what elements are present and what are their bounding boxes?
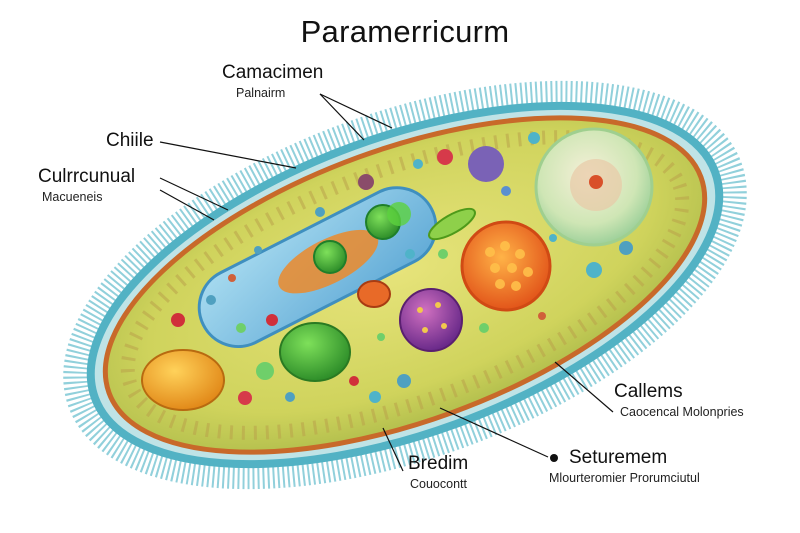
- nucleus: [460, 220, 552, 312]
- label-callems-main: Callems: [614, 381, 683, 402]
- label-seturemem-main: Seturemem: [569, 447, 668, 468]
- granules: [171, 132, 633, 405]
- diagram-title: Paramerricurm: [300, 14, 510, 49]
- label-culrrcunual: Culrrcunual Macueneis: [38, 166, 135, 204]
- label-camacimen-sub: Palnairm: [236, 86, 286, 100]
- yellow-body: [141, 349, 225, 411]
- label-bredim-sub: Couocontt: [410, 477, 467, 491]
- label-seturemem: Seturemem Mlourteromier Prorumciutul: [549, 447, 700, 485]
- label-callems: Callems Caocencal Molonpries: [614, 381, 744, 419]
- label-chiile: Chiile: [106, 130, 154, 152]
- label-camacimen: Camacimen Palnairm: [222, 62, 323, 100]
- label-seturemem-sub: Mlourteromier Prorumciutul: [549, 471, 700, 485]
- label-bredim: Bredim Couocontt: [408, 453, 468, 491]
- leader-lines: [159, 93, 614, 472]
- green-body: [279, 322, 351, 382]
- label-culrrcunual-main: Culrrcunual: [38, 166, 136, 187]
- label-bredim-main: Bredim: [408, 453, 469, 474]
- label-callems-sub: Caocencal Molonpries: [620, 405, 744, 419]
- label-camacimen-main: Camacimen: [222, 62, 324, 83]
- purple-granule: [399, 288, 463, 352]
- label-culrrcunual-sub: Macueneis: [42, 190, 103, 204]
- label-chiile-main: Chiile: [106, 130, 154, 151]
